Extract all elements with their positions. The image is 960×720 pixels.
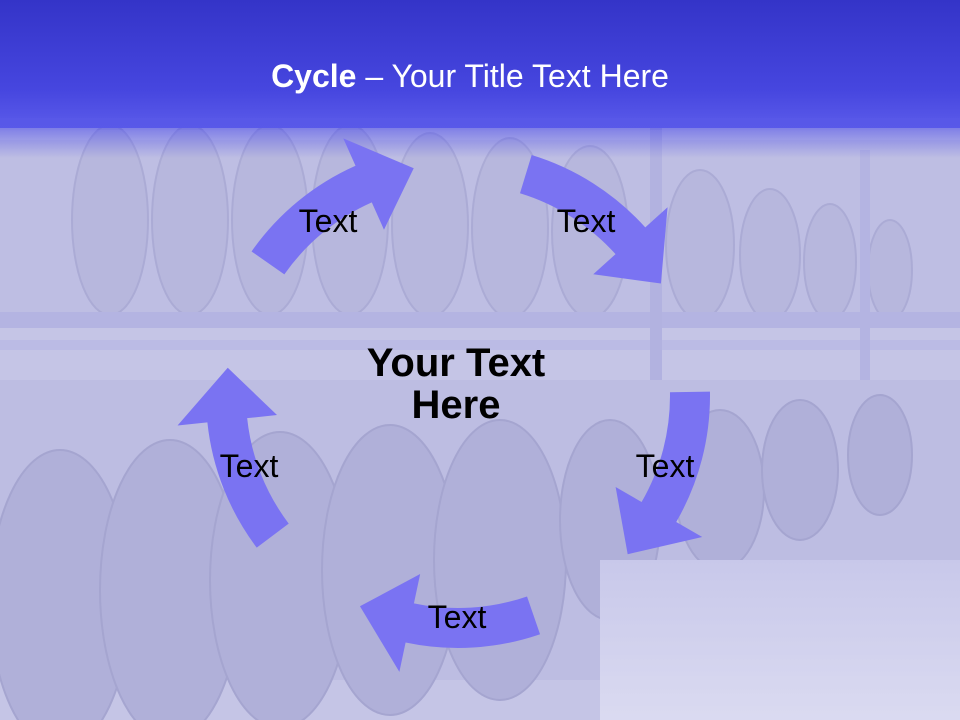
center-text-line2: Here [411, 383, 501, 427]
title-bar-fade [0, 118, 960, 158]
cycle-label-2: Text [556, 203, 616, 239]
center-text-line1: Your Text [366, 341, 546, 385]
title-bold: Cycle [271, 58, 357, 94]
title-bar [0, 0, 960, 128]
cycle-arrow-1 [519, 155, 668, 284]
cycle-arrow-3 [359, 574, 541, 672]
cycle-arrow-4 [177, 367, 289, 548]
slide-title: Cycle – Your Title Text Here [0, 56, 940, 96]
cycle-label-4: Text [427, 599, 487, 635]
cycle-arrow-2 [615, 391, 710, 555]
center-text: Your Text Here [326, 342, 586, 426]
cycle-arrow-5 [251, 138, 414, 275]
cycle-label-3: Text [635, 448, 695, 484]
cycle-label-5: Text [219, 448, 279, 484]
cycle-label-1: Text [298, 203, 358, 239]
title-rest: – Your Title Text Here [356, 58, 669, 94]
